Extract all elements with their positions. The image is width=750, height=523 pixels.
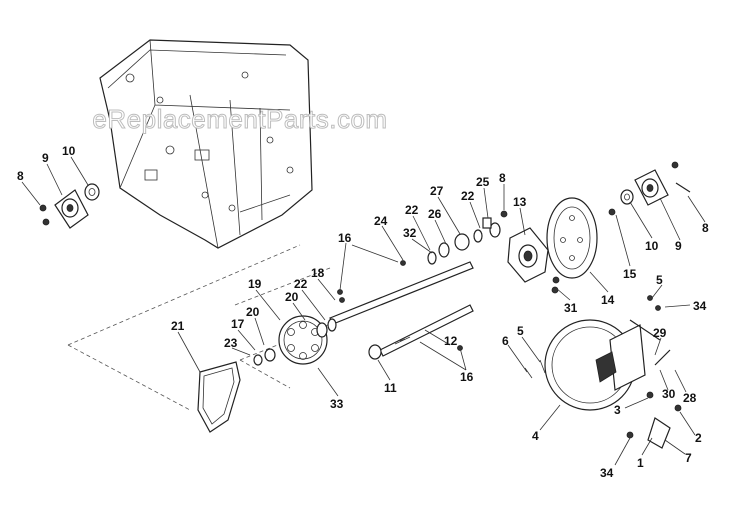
watermark-text: eReplacementParts.com xyxy=(92,104,387,134)
callout-label: 10 xyxy=(62,144,76,158)
shaft-collars xyxy=(427,210,508,265)
callout-label: 23 xyxy=(224,336,238,350)
callout-label: 22 xyxy=(405,203,419,217)
callout-label: 7 xyxy=(685,451,692,465)
frame-housing xyxy=(99,39,313,249)
drive-chain xyxy=(197,361,241,433)
callout-label: 30 xyxy=(662,387,676,401)
callout-label: 27 xyxy=(430,184,444,198)
callout-label: 8 xyxy=(17,169,24,183)
callout-label: 15 xyxy=(623,267,637,281)
callout-label: 2 xyxy=(695,431,702,445)
callout-label: 33 xyxy=(330,397,344,411)
callout-label: 26 xyxy=(428,207,442,221)
small-hardware xyxy=(337,260,661,379)
callout-label: 16 xyxy=(460,370,474,384)
callout-label: 8 xyxy=(499,171,506,185)
callout-label: 31 xyxy=(564,301,578,315)
callout-label: 18 xyxy=(311,266,325,280)
callout-label: 28 xyxy=(683,391,697,405)
callout-label: 6 xyxy=(502,334,509,348)
callout-label: 5 xyxy=(656,273,663,287)
callout-label: 29 xyxy=(653,326,667,340)
pulley xyxy=(546,197,598,279)
right-bearing-flange xyxy=(608,161,691,216)
callout-label: 34 xyxy=(600,466,614,480)
callout-label: 9 xyxy=(675,239,682,253)
callout-label: 17 xyxy=(231,317,245,331)
callout-label: 3 xyxy=(614,403,621,417)
drive-plate xyxy=(544,319,682,449)
callout-label: 24 xyxy=(374,214,388,228)
callout-label: 34 xyxy=(693,299,707,313)
callout-label: 10 xyxy=(645,239,659,253)
callout-label: 14 xyxy=(601,293,615,307)
callout-label: 22 xyxy=(294,277,308,291)
callout-label: 20 xyxy=(285,290,299,304)
callout-label: 21 xyxy=(171,319,185,333)
callout-label: 25 xyxy=(476,175,490,189)
callout-label: 13 xyxy=(513,195,527,209)
callout-label: 11 xyxy=(384,381,397,395)
drive-sprocket xyxy=(253,315,337,366)
callout-label: 16 xyxy=(338,231,352,245)
callout-label: 12 xyxy=(444,334,458,348)
callout-label: 4 xyxy=(532,429,539,443)
callout-label: 8 xyxy=(702,221,709,235)
lower-shaft xyxy=(368,304,474,360)
callout-label: 19 xyxy=(248,277,262,291)
callout-label: 1 xyxy=(637,456,644,470)
bearing-housing xyxy=(507,227,560,284)
callout-label: 9 xyxy=(42,151,49,165)
callout-labels: 8 9 10 27 22 25 8 13 22 26 24 32 16 18 2… xyxy=(17,144,709,480)
leader-lines xyxy=(21,156,706,466)
callout-label: 32 xyxy=(403,226,417,240)
left-bearing-flange xyxy=(39,183,100,229)
callout-label: 22 xyxy=(461,189,475,203)
callout-label: 5 xyxy=(517,324,524,338)
callout-label: 20 xyxy=(246,305,260,319)
